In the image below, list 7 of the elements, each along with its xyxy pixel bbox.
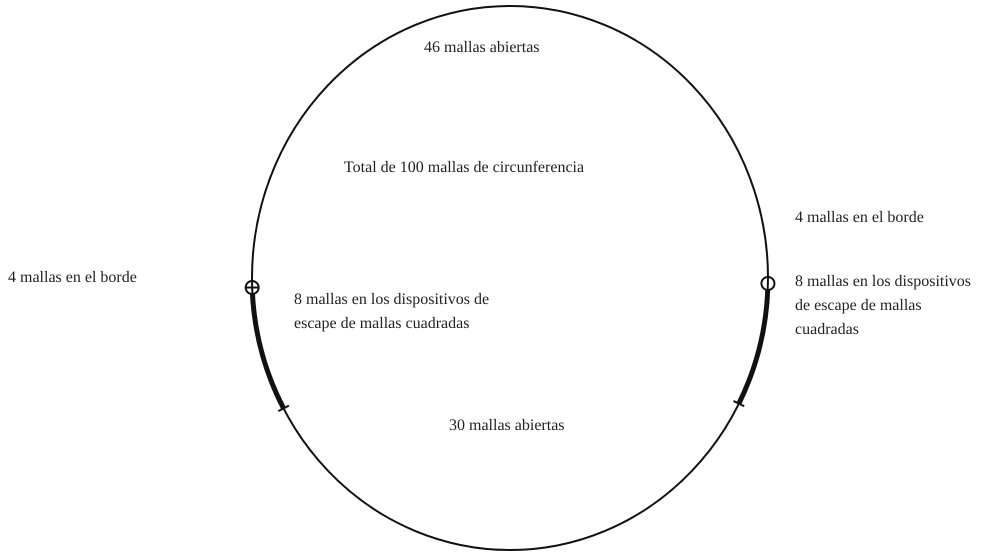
rim-label: 4 mallas en el borde [8, 268, 138, 288]
rim-label: 8 mallas en los dispositivos de escape de mallas cuadradas [795, 272, 972, 340]
region-label: 8 mallas en los dispositivos de escape de mallas cuadradas [294, 290, 490, 334]
region-label: 30 mallas abiertas [449, 416, 566, 436]
total-label: Total de 100 mallas de circunferencia [344, 158, 586, 178]
region-label: 46 mallas abiertas [424, 38, 541, 58]
rim-label: 4 mallas en el borde [795, 208, 925, 228]
